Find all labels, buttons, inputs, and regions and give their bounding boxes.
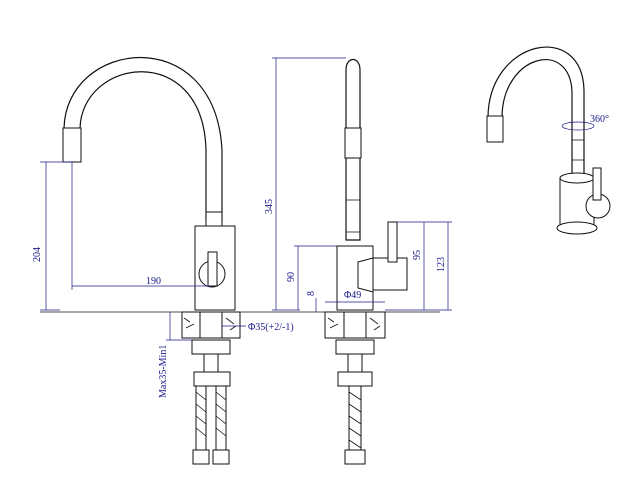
- iso-body-top: [559, 172, 595, 184]
- front-spout-inner: [79, 71, 207, 222]
- front-view: 204 190 Φ35(+2/-1) Max35-Min1: [32, 56, 300, 465]
- iso-rotation-ellipse: [561, 121, 595, 131]
- iso-view: 360°: [486, 46, 611, 235]
- side-view: 345 90 8 Φ49 95 123: [264, 57, 452, 465]
- front-hose-end-left: [192, 449, 210, 465]
- front-handle-lever: [207, 251, 218, 287]
- dim-204-label: 204: [32, 247, 43, 262]
- front-lower-nut: [191, 339, 231, 355]
- dim-phi49-label: Φ49: [344, 290, 361, 301]
- side-mount-hatch: [327, 317, 381, 331]
- side-mount-shank: [343, 311, 367, 339]
- front-hose-braid: [195, 391, 227, 437]
- side-hose-connector-top: [337, 371, 373, 387]
- iso-handle-lever: [592, 167, 602, 201]
- side-spout-band: [344, 127, 362, 159]
- front-hose-end-right: [212, 449, 230, 465]
- dim-190-label: 190: [146, 276, 161, 287]
- front-mount-shank: [199, 311, 223, 339]
- front-spout-tip: [62, 127, 82, 163]
- side-handle-base: [372, 257, 408, 291]
- side-lower-nut: [335, 339, 375, 355]
- front-lower-rod: [203, 353, 219, 375]
- front-mount-hatch: [183, 317, 237, 331]
- side-hose-braid: [348, 391, 362, 449]
- dim-123-label: 123: [436, 257, 447, 272]
- iso-body-base: [556, 221, 598, 235]
- iso-spout-tip: [486, 115, 504, 143]
- side-hose-end: [344, 449, 366, 465]
- dim-8-label: 8: [306, 291, 317, 296]
- iso-rotation-label: 360°: [590, 114, 609, 125]
- dim-95-label: 95: [412, 250, 423, 260]
- side-handle-lever: [387, 221, 398, 263]
- iso-spout-joints: [572, 139, 584, 161]
- dim-hole-label: Φ35(+2/-1): [248, 322, 294, 333]
- side-handle-cap: [357, 257, 374, 293]
- dim-345-label: 345: [264, 199, 275, 214]
- dim-90-label: 90: [286, 272, 297, 282]
- front-hose-connector-top: [193, 371, 231, 387]
- dim-deck-label: Max35-Min1: [158, 345, 169, 398]
- front-riser-sleeve: [205, 211, 223, 227]
- side-lower-rod: [347, 353, 363, 373]
- iso-spout-inner: [501, 59, 573, 178]
- side-spout-joints: [346, 199, 360, 233]
